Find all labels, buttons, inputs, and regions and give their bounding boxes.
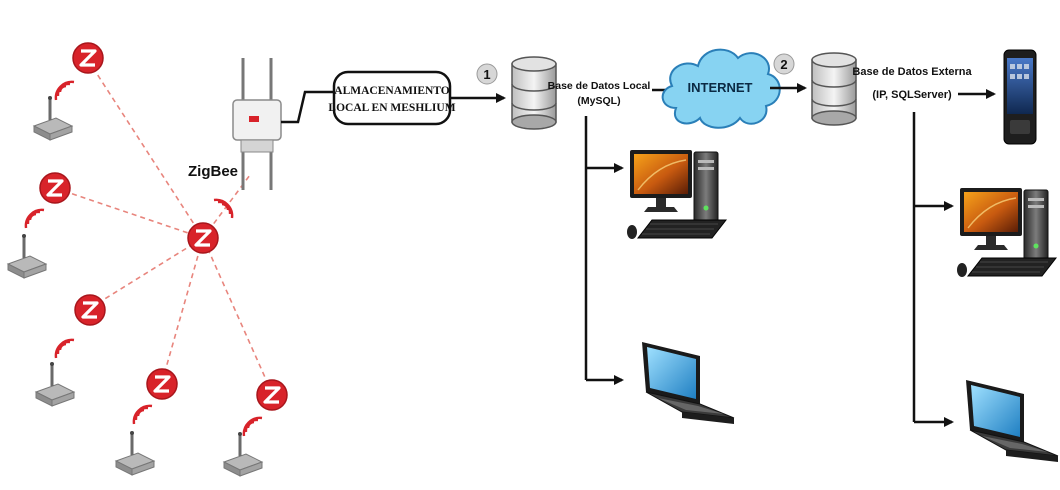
zigbee-node-icon xyxy=(73,293,107,327)
sensor-device-icon xyxy=(115,430,155,476)
laptop-icon xyxy=(965,379,1059,463)
storage-label-line2: LOCAL EN MESHLIUM xyxy=(328,102,455,114)
sensor-device-icon xyxy=(223,431,263,477)
signal-waves-icon xyxy=(54,80,76,102)
external-db-label-line1: Base de Datos Externa xyxy=(852,66,972,78)
step-1-badge: 1 xyxy=(476,63,498,85)
smartphone-icon xyxy=(1003,49,1037,145)
internet-label: INTERNET xyxy=(688,80,753,95)
local-db-label-line1: Base de Datos Local xyxy=(548,80,651,92)
zigbee-label: ZigBee xyxy=(188,163,238,180)
desktop-computer-icon xyxy=(956,187,1057,278)
desktop-computer-icon xyxy=(626,149,727,240)
storage-box: ALMACENAMIENTO LOCAL EN MESHLIUM xyxy=(328,70,456,126)
internet-cloud-icon: INTERNET xyxy=(661,48,781,129)
storage-label-line1: ALMACENAMIENTO xyxy=(334,85,449,97)
external-database-icon xyxy=(811,52,857,126)
signal-waves-icon xyxy=(54,338,76,360)
zigbee-node-icon xyxy=(145,367,179,401)
sensor-device-icon xyxy=(33,95,73,141)
zigbee-node-icon xyxy=(38,171,72,205)
external-db-label-line2: (IP, SQLServer) xyxy=(872,89,952,101)
step-2-number: 2 xyxy=(780,57,787,72)
step-2-badge: 2 xyxy=(773,53,795,75)
sensor-device-icon xyxy=(7,233,47,279)
step-1-number: 1 xyxy=(483,67,490,82)
signal-waves-icon xyxy=(242,416,264,438)
meshlium-gateway-icon xyxy=(232,58,282,190)
laptop-icon xyxy=(641,341,735,425)
local-db-label-line2: (MySQL) xyxy=(577,95,620,107)
sensor-device-icon xyxy=(35,361,75,407)
gateway-storage-link xyxy=(281,90,334,124)
local-database-icon xyxy=(511,56,557,130)
zigbee-node-icon xyxy=(255,378,289,412)
signal-waves-icon xyxy=(212,198,234,220)
zigbee-node-icon xyxy=(186,221,220,255)
signal-waves-icon xyxy=(24,208,46,230)
zigbee-node-icon xyxy=(71,41,105,75)
signal-waves-icon xyxy=(132,404,154,426)
